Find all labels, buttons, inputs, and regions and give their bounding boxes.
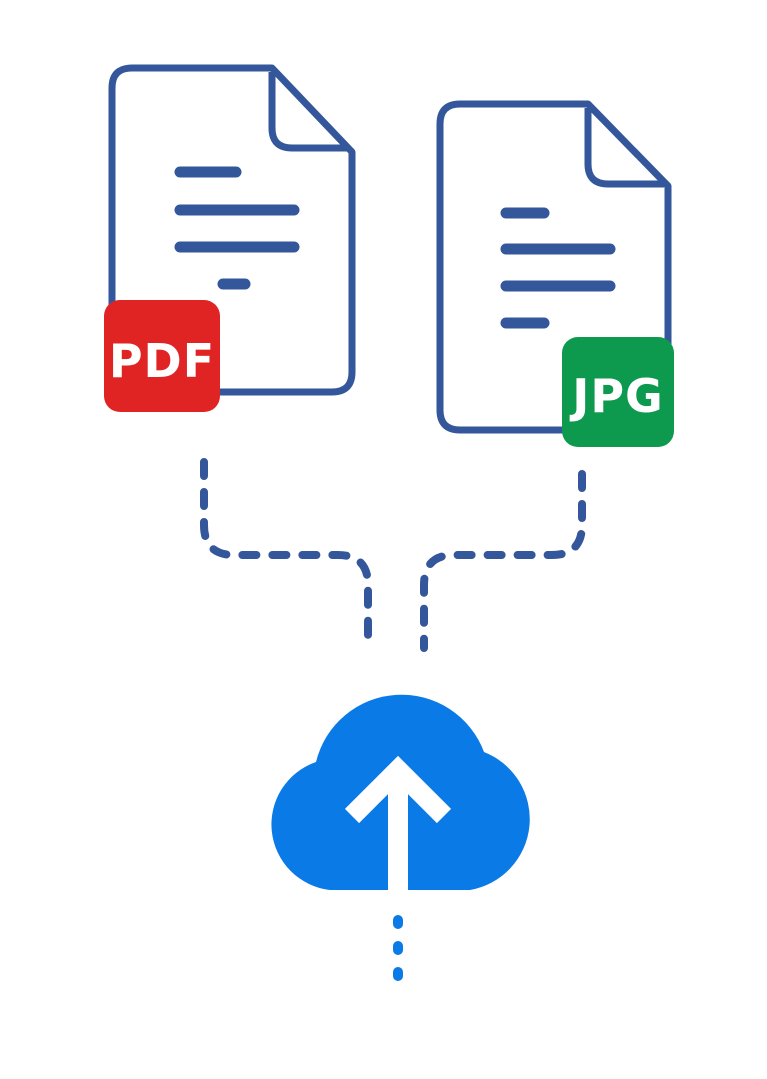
jpg-page-fold [584,108,664,188]
jpg-badge-label: JPG [569,369,664,423]
dashed-connectors [200,458,586,652]
jpg-badge: JPG [562,337,674,447]
pdf-document: PDF [104,64,356,412]
jpg-badge-bg [562,337,674,447]
jpg-connector [420,470,586,652]
pdf-page-fold [268,72,348,152]
jpg-text-lines [500,207,616,329]
pdf-text-lines [174,166,300,290]
pdf-badge-bg [104,300,220,412]
arrow-up-icon [344,755,452,890]
cloud-upload [271,694,530,990]
pdf-badge: PDF [104,300,220,412]
pdf-badge-label: PDF [109,334,215,388]
jpg-document: JPG [436,100,674,447]
pdf-connector [200,458,372,652]
